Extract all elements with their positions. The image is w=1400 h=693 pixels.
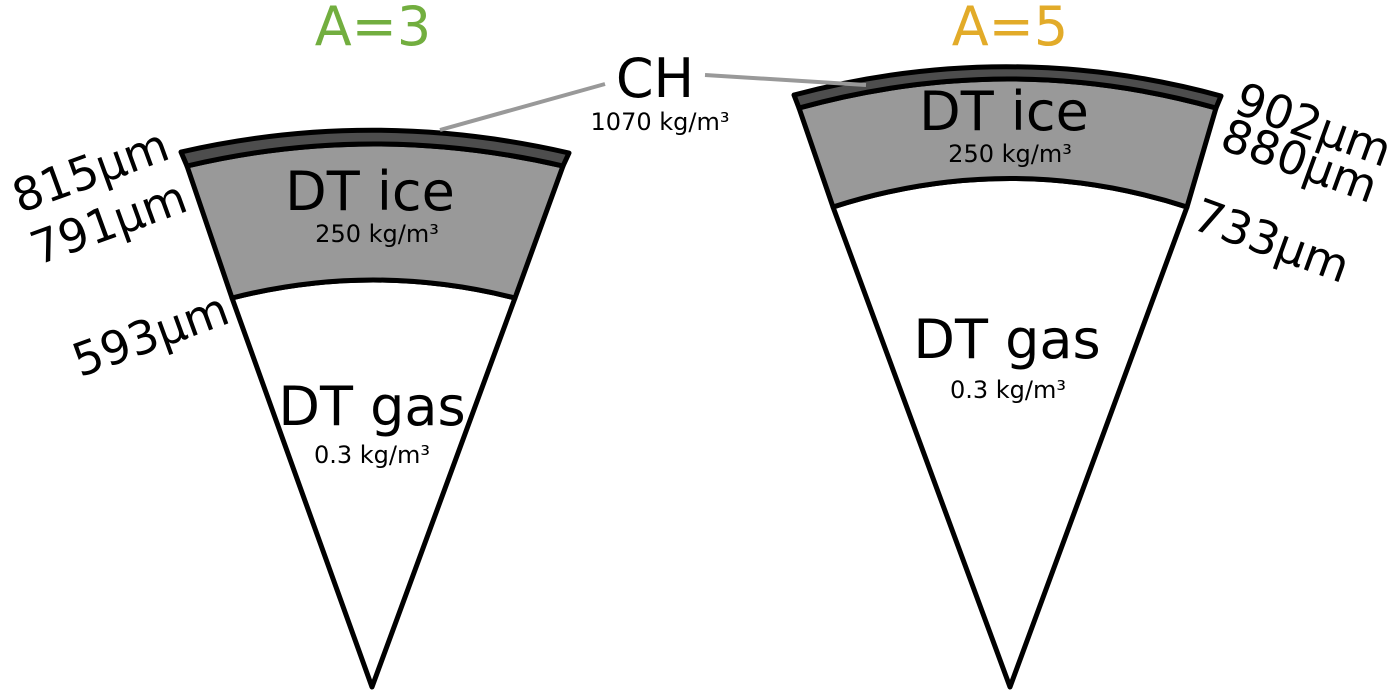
a5-gas-density: 0.3 kg/m³ (950, 376, 1066, 404)
wedge-a5 (791, 64, 1224, 690)
a5-title: A=5 (952, 0, 1069, 58)
a3-gas-label: DT gas (278, 375, 465, 438)
a3-ice-density: 250 kg/m³ (315, 220, 439, 248)
wedge-a3 (178, 127, 572, 690)
ch-leader-line-left (439, 82, 606, 132)
ch-density: 1070 kg/m³ (591, 108, 730, 136)
a5-gas-label: DT gas (913, 308, 1100, 371)
a3-gas-region (229, 277, 518, 690)
a3-radius-gas: 593μm (65, 282, 236, 388)
a3-gas-density: 0.3 kg/m³ (314, 441, 430, 469)
a5-ice-label: DT ice (919, 80, 1089, 143)
ch-leader-line-right (704, 73, 867, 87)
a5-gas-region (830, 176, 1190, 690)
a5-ice-density: 250 kg/m³ (948, 140, 1072, 168)
a5-ch-shell (791, 64, 1224, 111)
a5-radius-gas: 733μm (1186, 188, 1357, 294)
a3-ch-shell (178, 127, 572, 169)
ch-label: CH (616, 47, 694, 110)
a3-ice-label: DT ice (285, 160, 455, 223)
a3-title: A=3 (315, 0, 432, 58)
